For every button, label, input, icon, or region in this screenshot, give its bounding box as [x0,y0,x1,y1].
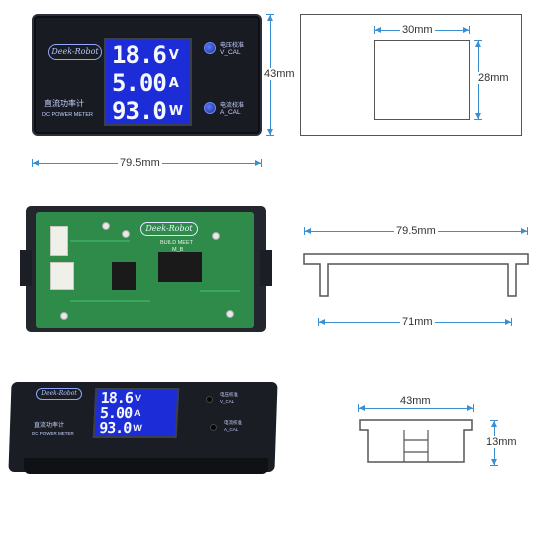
voltage-value: 18.6 [112,41,167,69]
mount-hole [226,310,234,318]
v-cal-button[interactable] [204,42,216,54]
width-dim-arrow-left [33,160,39,166]
side-height-arrow-down [491,459,497,465]
angled-power-unit: W [133,423,143,433]
cutout-height-arrow-up [475,41,481,47]
reading-voltage: 18.6 V [112,41,190,69]
cutout-width-arrow-left [375,27,381,33]
reading-power: 93.0 W [112,97,190,125]
v-cal-label-cn: 电压校准 [220,43,245,49]
mount-hole [102,222,110,230]
side-width-label: 43mm [398,395,433,407]
side-height-arrow-up [491,421,497,427]
side-width-dim-line [358,408,474,409]
profile-outer-arrow-right [521,228,527,234]
mount-clip-left [20,250,32,286]
side-height-tick-top [490,420,498,421]
mcu-chip [158,252,202,282]
side-profile-drawing [303,253,529,297]
angled-reading-power: 93.0 W [98,419,176,437]
height-dim-tick-top [266,14,274,15]
title-english: DC POWER METER [42,112,94,118]
pcb-trace [70,300,150,302]
v-cal-label-en: V_CAL [220,49,241,56]
angled-voltage-unit: V [134,393,142,403]
power-connector [50,226,68,256]
angled-v-cal-label-en: V_CAL [220,399,235,404]
mount-hole [60,312,68,320]
angled-a-cal-button[interactable] [210,424,217,431]
cutout-height-tick-top [474,40,482,41]
profile-outer-width-label: 79.5mm [394,225,438,237]
side-width-tick-left [358,404,359,412]
a-cal-button[interactable] [204,102,216,114]
side-width-arrow-left [359,405,365,411]
angled-a-cal-label-en: A_CAL [224,427,239,432]
width-dim-tick-right [261,159,262,167]
side-height-label: 13mm [484,436,519,448]
a-cal-label-cn: 电流校准 [220,103,245,109]
angled-current-unit: A [133,408,141,418]
pcb-label-2: M_B [172,247,184,253]
front-width-label: 79.5mm [118,157,162,169]
load-connector [50,262,74,290]
current-unit: A [168,75,179,91]
width-dim-arrow-right [255,160,261,166]
power-value: 93.0 [112,97,167,125]
brand-logo: Deek-Robot [48,44,102,60]
angled-title-chinese: 直流功率计 [34,423,65,429]
lcd-cutout-outline [374,40,470,120]
angled-v-cal-button[interactable] [206,396,213,403]
profile-inner-tick-left [318,318,319,326]
height-dim-tick-bottom [266,135,274,136]
a-cal-label-en: A_CAL [220,109,241,116]
profile-outer-arrow-left [305,228,311,234]
angled-v-cal-label-cn: 电压校准 [220,392,238,397]
angled-lcd-display: 18.6 V 5.00 A 93.0 W [92,388,180,438]
profile-inner-width-label: 71mm [400,316,435,328]
reading-current: 5.00 A [112,69,190,97]
ic-chip [112,262,136,290]
lcd-display: 18.6 V 5.00 A 93.0 W [104,38,192,126]
angled-power-value: 93.0 [98,419,132,437]
profile-inner-arrow-right [505,319,511,325]
mount-hole [212,232,220,240]
title-chinese: 直流功率计 [44,99,84,108]
front-height-label: 43mm [262,68,297,80]
cutout-height-arrow-down [475,113,481,119]
cutout-width-label: 30mm [400,24,435,36]
front-panel: Deek-Robot 18.6 V 5.00 A 93.0 W 直流功率计 DC… [32,14,262,136]
side-view-drawing [359,419,473,463]
pcb-trace [200,290,240,292]
height-dim-arrow-down [267,129,273,135]
cutout-width-tick-left [374,26,375,34]
mount-hole [122,230,130,238]
mount-clip-right [260,250,272,286]
angled-title-english: DC POWER METER [32,431,74,436]
cutout-height-tick-bottom [474,119,482,120]
pcb-label: BUILD MEET [160,240,194,246]
pcb-trace [70,240,130,242]
cutout-height-label: 28mm [476,72,511,84]
height-dim-arrow-up [267,15,273,21]
angled-brand-logo: Deek-Robot [36,388,82,400]
pcb-brand-logo: Deek-Robot [140,222,198,236]
cutout-width-tick-right [469,26,470,34]
cutout-width-arrow-right [463,27,469,33]
profile-outer-tick-left [304,227,305,235]
width-dim-tick-left [32,159,33,167]
angled-a-cal-label-cn: 电流校准 [224,420,242,425]
profile-inner-arrow-left [319,319,325,325]
side-height-tick-bottom [490,465,498,466]
side-width-arrow-right [467,405,473,411]
side-width-tick-right [473,404,474,412]
profile-inner-tick-right [511,318,512,326]
voltage-unit: V [168,47,179,63]
angled-housing-base [24,458,268,474]
profile-outer-tick-right [527,227,528,235]
current-value: 5.00 [112,69,167,97]
power-unit: W [168,103,184,119]
